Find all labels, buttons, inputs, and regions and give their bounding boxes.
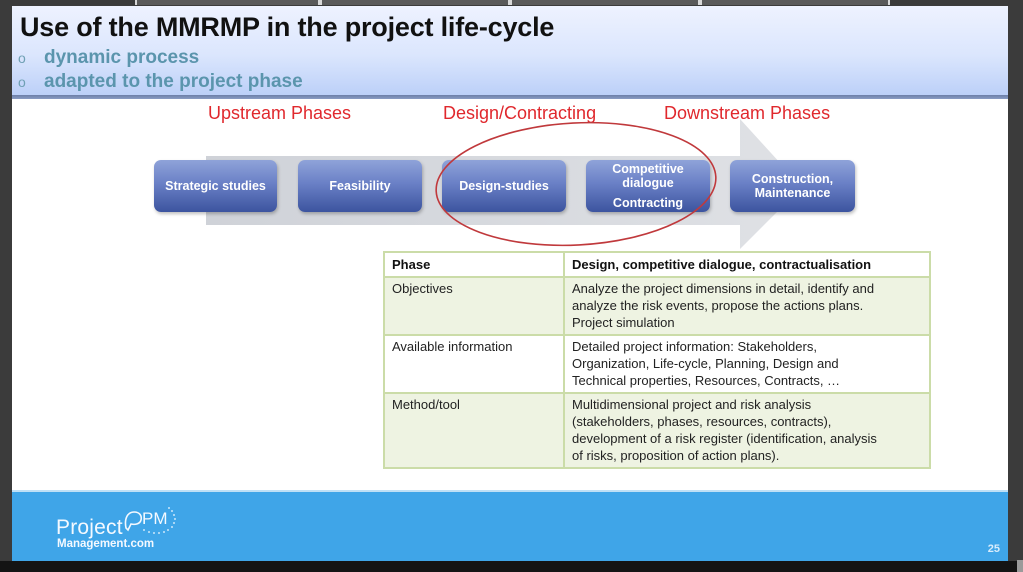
table-header-cell: Design, competitive dialogue, contractua… (563, 251, 931, 278)
logo-domain: Management.com (57, 538, 155, 550)
slide-thumbnail-strip (0, 0, 1023, 6)
phase-step-feasibility: Feasibility (298, 160, 422, 212)
table-row: Method/tool Multidimensional project and… (383, 392, 931, 469)
bullet-marker-icon: o (18, 50, 26, 66)
phase-step-strategic-studies: Strategic studies (154, 160, 277, 212)
title-band (12, 6, 1008, 95)
cell-line: Analyze the project dimensions in detail… (572, 281, 875, 296)
slide-footer: Project PM Management.com 25 (12, 492, 1008, 561)
step-label: Construction, (751, 172, 834, 186)
bullet-item: o adapted to the project phase (18, 71, 303, 93)
table-row-label: Available information (383, 334, 565, 394)
table-header-cell: Phase (383, 251, 565, 278)
table-header-row: Phase Design, competitive dialogue, cont… (383, 251, 931, 278)
bullet-item: o dynamic process (18, 47, 199, 69)
slide-title: Use of the MMRMP in the project life-cyc… (20, 12, 555, 42)
scrollbar-handle[interactable] (1017, 560, 1023, 572)
phase-label-design: Design/Contracting (443, 103, 597, 123)
pm-logo-icon: PM (124, 507, 176, 534)
table-row-label: Objectives (383, 276, 565, 336)
phase-step-design-studies: Design-studies (442, 160, 566, 212)
thumbnail-slot[interactable] (135, 0, 320, 5)
phase-step-construction-maintenance: Construction, Maintenance (730, 160, 855, 212)
step-label: Design-studies (459, 179, 549, 193)
phase-step-competitive-dialogue: Competitive dialogue Contracting (586, 160, 710, 212)
phase-label-upstream: Upstream Phases (208, 103, 352, 123)
cell-line: Multidimensional project and risk analys… (572, 397, 812, 412)
cell-line: Project simulation (572, 315, 675, 330)
table-cell: Multidimensional project and risk analys… (563, 392, 931, 469)
cell-line: development of a risk register (identifi… (572, 431, 877, 446)
bullet-text: dynamic process (44, 47, 200, 68)
table-row: Available information Detailed project i… (383, 334, 931, 394)
step-label: Contracting (612, 196, 684, 210)
step-label: Feasibility (329, 179, 391, 193)
cell-line: of risks, proposition of action plans). (572, 448, 780, 463)
thumbnail-slot[interactable] (700, 0, 890, 5)
table-row: Objectives Analyze the project dimension… (383, 276, 931, 336)
step-label: Competitive (612, 162, 684, 176)
cell-line: Organization, Life-cycle, Planning, Desi… (572, 356, 839, 371)
bullet-marker-icon: o (18, 74, 26, 90)
logo-wordmark: Project (56, 516, 123, 539)
table-row-label: Method/tool (383, 392, 565, 469)
cell-line: Detailed project information: Stakeholde… (572, 339, 817, 354)
phase-info-table: Phase Design, competitive dialogue, cont… (383, 251, 931, 469)
cell-line: (stakeholders, phases, resources, contra… (572, 414, 832, 429)
thumbnail-slot[interactable] (510, 0, 700, 5)
phase-label-downstream: Downstream Phases (664, 103, 831, 123)
pm-logo-mark: PM (142, 509, 168, 528)
table-cell: Analyze the project dimensions in detail… (563, 276, 931, 336)
step-label: Strategic studies (165, 179, 266, 193)
step-label: Maintenance (754, 186, 831, 200)
step-label: dialogue (622, 176, 674, 190)
footer-divider (12, 490, 1008, 492)
table-cell: Detailed project information: Stakeholde… (563, 334, 931, 394)
bullet-text: adapted to the project phase (44, 71, 303, 92)
cell-line: analyze the risk events, propose the act… (572, 298, 864, 313)
slide-number: 25 (987, 543, 1000, 555)
cell-line: Technical properties, Resources, Contrac… (572, 373, 841, 388)
viewer-bottom-bar (0, 561, 1023, 572)
thumbnail-slot[interactable] (320, 0, 510, 5)
presentation-slide: Use of the MMRMP in the project life-cyc… (12, 6, 1008, 561)
title-divider (12, 95, 1008, 99)
